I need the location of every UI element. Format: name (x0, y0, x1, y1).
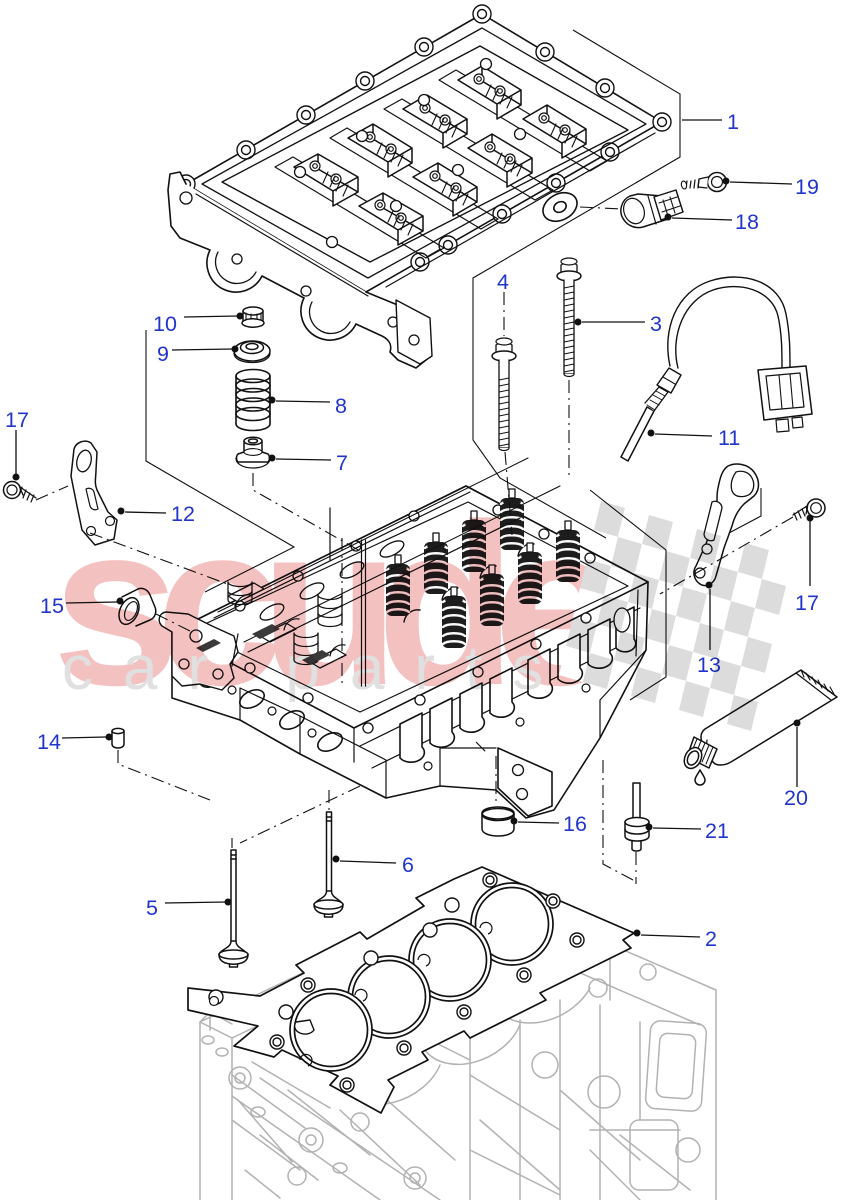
svg-text:car parts: car parts (62, 634, 573, 703)
svg-text:9: 9 (157, 342, 169, 366)
svg-text:7: 7 (336, 451, 348, 475)
svg-text:8: 8 (335, 394, 347, 418)
svg-text:14: 14 (37, 730, 61, 754)
svg-text:18: 18 (735, 210, 759, 234)
svg-text:16: 16 (563, 812, 587, 836)
svg-text:12: 12 (171, 502, 195, 526)
svg-text:15: 15 (40, 594, 64, 618)
svg-text:5: 5 (146, 896, 158, 920)
svg-text:19: 19 (795, 175, 819, 199)
svg-text:3: 3 (650, 312, 662, 336)
svg-text:10: 10 (153, 312, 177, 336)
svg-text:4: 4 (497, 270, 509, 294)
svg-text:17: 17 (5, 408, 29, 432)
svg-text:21: 21 (705, 819, 729, 843)
svg-text:11: 11 (718, 426, 740, 450)
svg-text:2: 2 (705, 927, 717, 951)
svg-text:20: 20 (784, 786, 808, 810)
svg-text:1: 1 (727, 110, 739, 134)
svg-text:6: 6 (402, 853, 414, 877)
